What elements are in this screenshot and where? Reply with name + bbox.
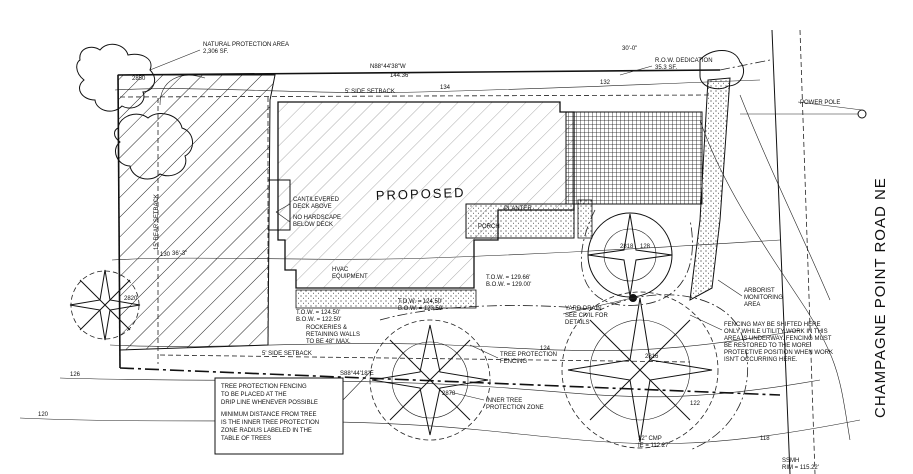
note-box-line-2: TO BE PLACED AT THE	[221, 392, 287, 398]
tree-tag-2878: 2878	[442, 391, 456, 397]
tow-label-3: T.O.W. = 124.50'	[296, 310, 340, 316]
road-name: CHAMPAGNE POINT ROAD NE	[872, 177, 889, 418]
rockeries-label: ROCKERIES &	[306, 325, 347, 331]
arborist-label-3: AREA	[744, 302, 760, 308]
row-dedication-label: R.O.W. DEDICATION	[655, 58, 713, 64]
proposed-label: PROPOSED	[376, 185, 466, 203]
note-box-line-3: DRIP LINE WHENEVER POSSIBLE	[221, 400, 318, 406]
proposed-building	[268, 101, 703, 309]
rockeries-label-2: RETAINING WALLS	[306, 332, 360, 338]
hvac-label: HVAC	[332, 267, 349, 273]
cantilevered-label-2: DECK ABOVE	[293, 204, 332, 210]
tree-symbol-2816	[561, 291, 719, 449]
yard-drain-label-2: SEE CIVIL FOR	[565, 313, 608, 319]
natural-area-sf: 2,306 SF.	[203, 49, 229, 55]
bearing-top: N88°44'38"W	[370, 64, 406, 70]
tow-label-1: T.O.W. = 129.66'	[486, 275, 530, 281]
bow-label-1: B.O.W. = 129.00'	[486, 282, 531, 288]
contour-label: 128	[640, 244, 651, 250]
tree-tag-2816: 2816	[645, 354, 659, 360]
fencing-shift-note-6: ISN'T OCCURRING HERE.	[724, 357, 798, 363]
ssmh-label-2: RIM = 115.22'	[782, 465, 819, 471]
arborist-label-2: MONITORING	[744, 295, 783, 301]
contour-label: 118	[760, 436, 770, 442]
rear-setback: 15' REAR SETBACK	[154, 194, 160, 250]
rockeries-label-3: TO BE 48" MAX.	[306, 339, 351, 345]
tree-symbol-2878	[369, 319, 491, 441]
power-pole-label: POWER POLE	[800, 100, 840, 106]
note-box-line-7: TABLE OF TREES	[221, 436, 271, 442]
contour-label: 120	[38, 412, 49, 418]
inner-zone-label: INNER TREE	[486, 398, 522, 404]
tree-tag-2820: 2820	[124, 296, 138, 302]
tree-protection-note-box: TREE PROTECTION FENCING TO BE PLACED AT …	[214, 377, 344, 455]
inner-zone-label-2: PROTECTION ZONE	[486, 405, 544, 411]
bearing-top-length: 144.36'	[390, 73, 410, 79]
tree-tag-2850: 2850	[132, 76, 146, 82]
hvac-label-2: EQUIPMENT	[332, 274, 368, 280]
planter-label: PLANTER	[504, 206, 532, 212]
note-box-line-5: IS THE INNER TREE PROTECTION	[221, 420, 319, 426]
no-hardscape-label-2: BELOW DECK	[293, 222, 333, 228]
fencing-shift-note-3: AREA IS UNDERWAY. FENCING MUST	[724, 336, 832, 342]
arborist-label: ARBORIST	[744, 288, 775, 294]
ssmh-label: SSMH	[782, 458, 799, 464]
leader-lines	[149, 49, 863, 401]
bow-label-2: B.O.W. = 123.50'	[398, 306, 443, 312]
contour-label: 134	[440, 85, 451, 91]
yard-drain-label-3: DETAILS	[565, 320, 590, 326]
tree-fencing-label-2: FENCING	[500, 359, 527, 365]
note-box-line-6: ZONE RADIUS LABELED IN THE	[221, 428, 312, 434]
contour-label: 122	[690, 401, 701, 407]
tree-symbol-2818	[587, 212, 673, 298]
contour-labels: 134 132 130 128 126 124 122 120 118	[38, 80, 770, 442]
bearing-bottom: S88°44'18"E	[340, 371, 374, 377]
natural-area-label: NATURAL PROTECTION AREA	[203, 42, 289, 48]
cmp-label: 12" CMP	[638, 436, 662, 442]
note-box-line-1: TREE PROTECTION FENCING	[221, 384, 307, 390]
natural-protection-area	[117, 74, 276, 351]
tow-label-2: T.O.W. = 124.50'	[398, 299, 442, 305]
fencing-shift-note-4: BE RESTORED TO THE MORE	[724, 343, 810, 349]
porch-label: PORCH	[478, 224, 500, 230]
contour-label: 130	[160, 252, 171, 258]
bow-label-3: B.O.W. = 122.50'	[296, 317, 341, 323]
side-setback-top: 5' SIDE SETBACK	[345, 89, 395, 95]
side-setback-bottom: 5' SIDE SETBACK	[262, 351, 312, 357]
cmp-label-2: IE = 112.27'	[638, 443, 670, 449]
row-strip	[689, 50, 744, 301]
cantilevered-label: CANTILEVERED	[293, 197, 340, 203]
dimension-36: 36'-3"	[172, 251, 187, 257]
row-dedication-sf: 35.3 SF.	[655, 65, 677, 71]
fencing-shift-note-2: ONLY WHILE UTILITY WORK IN THIS	[724, 329, 828, 335]
tree-symbol-2820	[69, 269, 141, 341]
road-edge	[740, 29, 867, 474]
fencing-shift-note-1: FENCING MAY BE SHIFTED HERE	[724, 322, 820, 328]
dimension-30: 30'-0"	[622, 46, 637, 52]
contour-label: 132	[600, 80, 611, 86]
contour-label: 124	[540, 346, 551, 352]
no-hardscape-label: NO HARDSCAPE	[293, 215, 341, 221]
setback-lines	[119, 94, 713, 364]
tree-tag-2818: 2818	[620, 244, 634, 250]
tree-protection-fencing	[379, 209, 748, 451]
tree-fencing-label: TREE PROTECTION	[500, 352, 557, 358]
fencing-shift-note-5: PROTECTIVE POSITION WHEN WORK	[724, 350, 833, 356]
contour-label: 126	[70, 372, 81, 378]
note-box-line-4: MINIMUM DISTANCE FROM TREE	[221, 412, 316, 418]
